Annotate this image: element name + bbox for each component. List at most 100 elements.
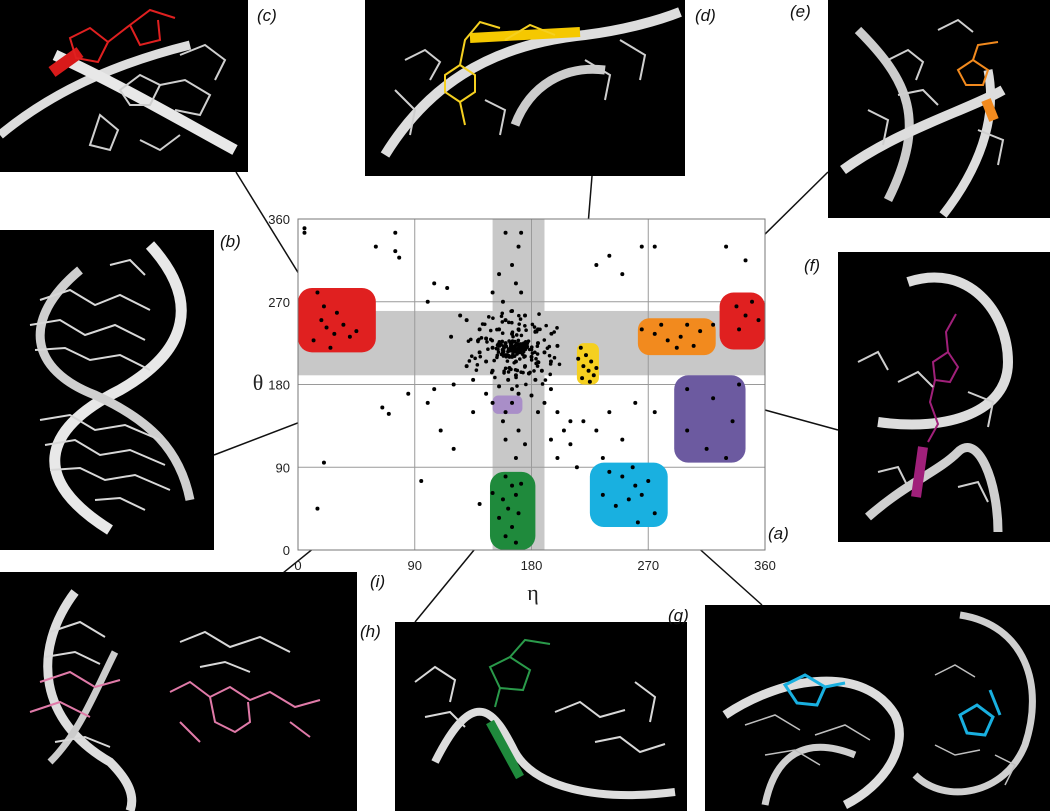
data-point	[501, 354, 506, 358]
panel-label-d: (d)	[695, 6, 716, 25]
data-point	[583, 353, 588, 358]
data-point	[451, 382, 456, 387]
data-point	[529, 393, 534, 398]
rna-structure-i	[29, 589, 321, 811]
data-point	[539, 368, 544, 373]
data-point	[500, 331, 505, 336]
data-point	[464, 318, 469, 323]
data-point	[665, 338, 670, 343]
data-point	[518, 349, 522, 354]
data-point	[581, 364, 586, 369]
data-point	[425, 299, 430, 304]
x-tick-label: 180	[521, 558, 543, 573]
region-g	[589, 462, 668, 528]
panel-f	[838, 252, 1050, 542]
data-point	[518, 317, 523, 321]
x-tick-label: 90	[408, 558, 422, 573]
data-point	[500, 419, 505, 424]
data-point	[620, 474, 625, 479]
data-point	[600, 492, 605, 497]
data-point	[532, 325, 537, 329]
data-point	[341, 322, 346, 327]
data-point	[486, 347, 490, 352]
data-point	[393, 249, 398, 254]
data-point	[652, 244, 657, 249]
panel-b	[0, 230, 214, 550]
data-point	[451, 446, 456, 451]
panel-label-f: (f)	[804, 256, 821, 275]
data-point	[594, 262, 599, 267]
data-point	[513, 492, 518, 497]
data-point	[509, 367, 513, 372]
data-point	[514, 333, 519, 337]
data-point	[529, 358, 534, 362]
panel-label-h: (h)	[360, 622, 381, 641]
data-point	[449, 334, 454, 339]
data-point	[496, 342, 501, 346]
data-point	[500, 299, 505, 304]
data-point	[479, 336, 484, 340]
data-point	[576, 356, 581, 361]
data-point	[555, 343, 560, 348]
panel-label-e: (e)	[790, 2, 811, 21]
data-point	[490, 490, 495, 495]
data-point	[458, 313, 463, 318]
data-point	[581, 419, 586, 424]
data-point	[516, 338, 521, 343]
data-point	[580, 376, 585, 381]
data-point	[626, 497, 631, 502]
data-point	[586, 368, 591, 373]
panel-g	[705, 605, 1050, 811]
data-point	[527, 347, 532, 352]
data-point	[505, 359, 510, 363]
connector-f	[764, 409, 839, 431]
data-point	[557, 362, 562, 367]
panel-label-b: (b)	[220, 232, 241, 251]
data-point	[568, 419, 573, 424]
data-point	[525, 341, 530, 346]
plot-frame	[297, 218, 766, 551]
data-point	[354, 329, 359, 334]
data-point	[523, 313, 528, 318]
rna-structure-f	[857, 272, 1014, 533]
data-point	[512, 360, 516, 365]
data-point	[491, 316, 495, 320]
data-point	[552, 330, 556, 334]
data-point	[486, 315, 491, 319]
data-point	[542, 338, 547, 342]
data-point	[510, 387, 515, 392]
data-point	[519, 230, 524, 235]
data-point	[471, 410, 476, 415]
data-point	[510, 400, 515, 405]
data-point	[519, 333, 524, 338]
data-point	[724, 244, 729, 249]
data-point	[523, 365, 527, 369]
data-point	[488, 328, 493, 333]
data-point	[737, 382, 742, 387]
data-point	[536, 360, 541, 365]
data-point	[319, 318, 324, 323]
data-point	[528, 370, 532, 375]
data-point	[555, 326, 559, 330]
panel-label-a: (a)	[768, 524, 789, 543]
data-point	[519, 481, 524, 486]
data-point	[466, 339, 471, 343]
x-tick-label: 0	[294, 558, 301, 573]
data-point	[503, 534, 508, 539]
data-point	[613, 503, 618, 508]
data-point	[507, 339, 511, 343]
data-point	[503, 230, 508, 235]
data-point	[386, 411, 391, 416]
rna-structure-e	[840, 18, 1006, 218]
data-point	[552, 355, 557, 360]
data-point	[492, 358, 496, 363]
data-point	[607, 253, 612, 258]
data-point	[711, 396, 716, 401]
data-point	[589, 359, 594, 364]
data-point	[500, 497, 505, 502]
data-point	[544, 323, 548, 328]
data-point	[513, 281, 518, 286]
data-point	[724, 456, 729, 461]
data-point	[315, 290, 320, 295]
